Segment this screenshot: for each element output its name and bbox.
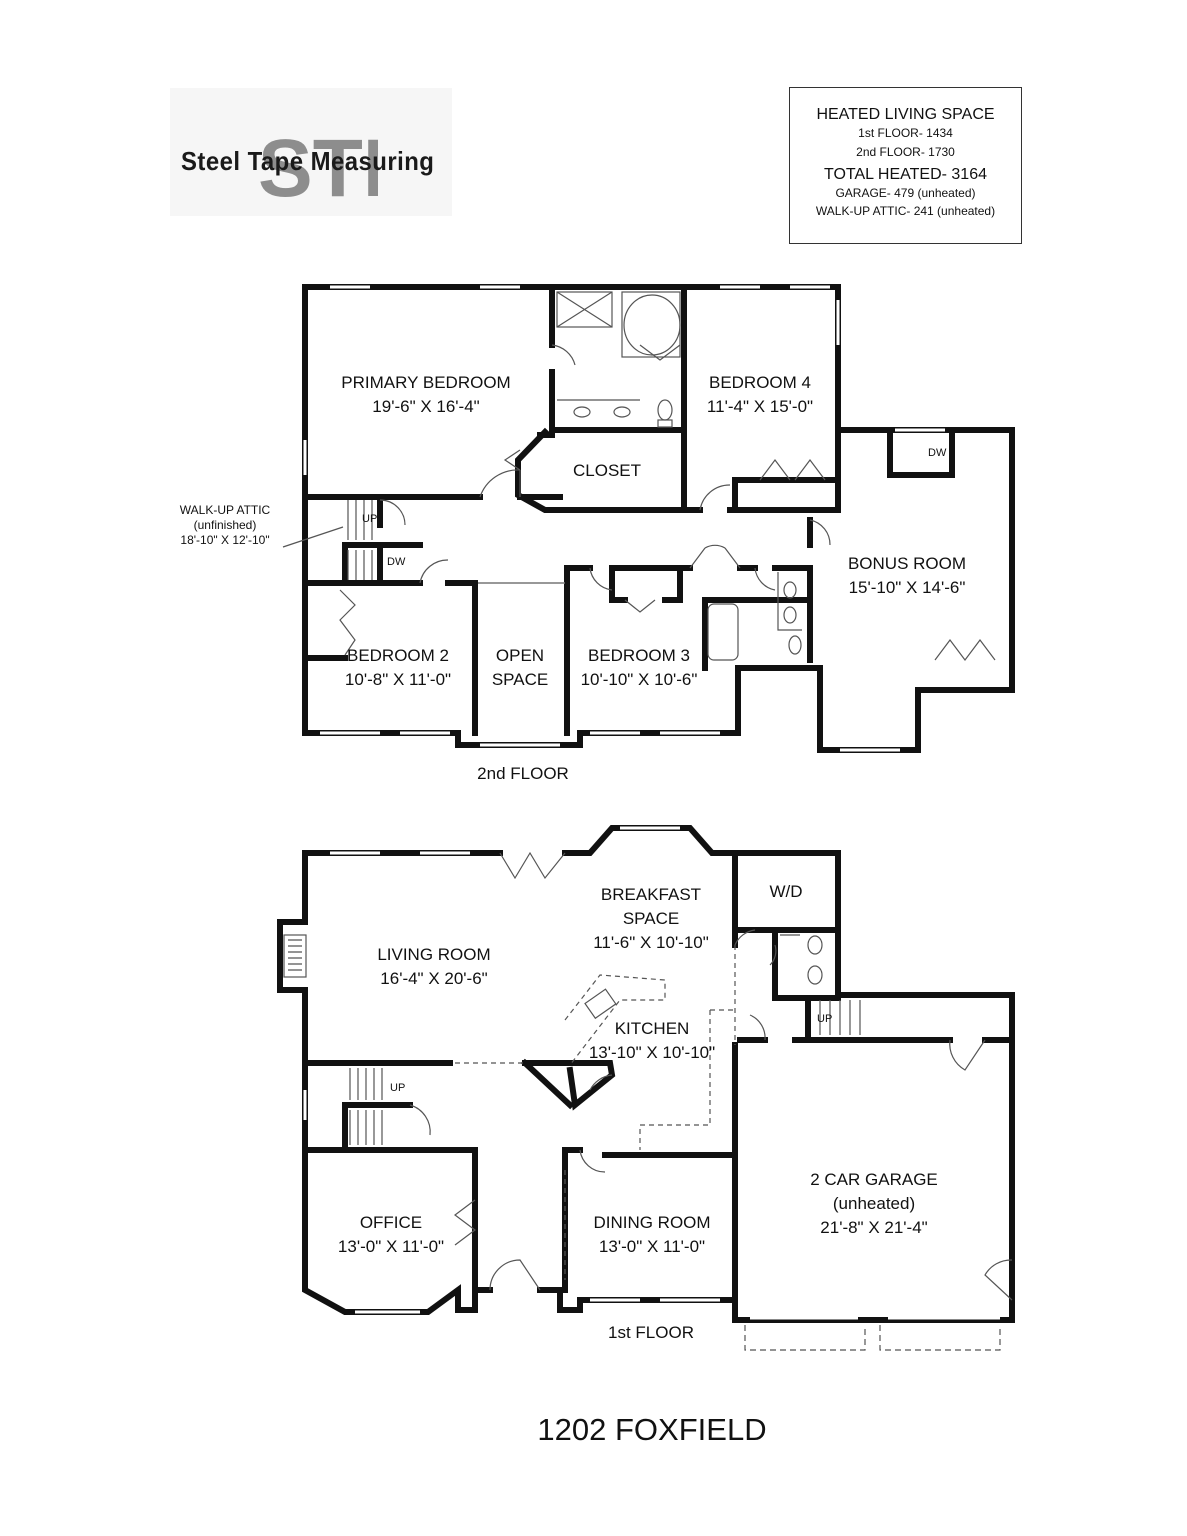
logo-monogram: STM [258, 123, 378, 214]
room-open-space: OPEN SPACE [492, 644, 548, 692]
first-floor-plan [277, 825, 1015, 1323]
stm-monogram-icon: STM [258, 123, 378, 214]
room-name: LIVING ROOM [377, 945, 491, 964]
attic-subtitle: (unfinished) [193, 518, 257, 532]
room-sub: (unheated) [832, 1194, 916, 1213]
second-floor-details [282, 285, 996, 752]
second-floor-dw-tag-bonus: DW [928, 447, 947, 459]
summary-attic: WALK-UP ATTIC- 241 (unheated) [815, 204, 996, 218]
room-dims: 13'-10" X 10'-10" [588, 1043, 716, 1062]
room-name-line1: OPEN [495, 646, 545, 665]
room-laundry: W/D [769, 880, 802, 904]
summary-first-floor: 1st FLOOR- 1434 [858, 126, 953, 140]
summary-garage: GARAGE- 479 (unheated) [835, 186, 976, 200]
room-dims: 11'-4" X 15'-0" [706, 397, 814, 416]
room-dims: 16'-4" X 20'-6" [380, 969, 488, 988]
room-garage: 2 CAR GARAGE (unheated) 21'-8" X 21'-4" [810, 1168, 938, 1240]
room-dims: 13'-0" X 11'-0" [598, 1237, 706, 1256]
room-closet: CLOSET [573, 459, 641, 483]
company-logo: STM [170, 88, 452, 216]
second-floor-plan [302, 284, 1015, 753]
summary-total: TOTAL HEATED- 3164 [823, 166, 987, 183]
first-floor-details [283, 826, 1013, 1351]
room-bonus-room: BONUS ROOM 15'-10" X 14'-6" [848, 552, 966, 600]
room-dims: 19'-6" X 16'-4" [372, 397, 480, 416]
summary-heading: HEATED LIVING SPACE [816, 106, 995, 123]
room-dims: 10'-8" X 11'-0" [344, 670, 452, 689]
room-dining-room: DINING ROOM 13'-0" X 11'-0" [593, 1211, 710, 1259]
room-name-line1: BREAKFAST [600, 885, 702, 904]
room-bedroom-4: BEDROOM 4 11'-4" X 15'-0" [707, 371, 813, 419]
room-dims: 21'-8" X 21'-4" [820, 1218, 928, 1237]
room-name: 2 CAR GARAGE [810, 1170, 938, 1189]
room-kitchen: KITCHEN 13'-10" X 10'-10" [589, 1017, 715, 1065]
room-name: BEDROOM 3 [587, 646, 691, 665]
room-name: OFFICE [359, 1213, 423, 1232]
property-address: 1202 FOXFIELD [537, 1412, 767, 1447]
first-floor-stairs-up-tag: UP [390, 1082, 406, 1094]
summary-second-floor: 2nd FLOOR- 1730 [856, 145, 955, 159]
attic-label: WALK-UP ATTIC (unfinished) 18'-10" X 12'… [180, 503, 270, 548]
room-dims: 15'-10" X 14'-6" [848, 578, 966, 597]
room-name: PRIMARY BEDROOM [341, 373, 511, 392]
room-name: BEDROOM 2 [346, 646, 450, 665]
room-primary-bedroom: PRIMARY BEDROOM 19'-6" X 16'-4" [341, 371, 510, 419]
second-floor-caption: 2nd FLOOR [477, 764, 569, 783]
room-name-line2: SPACE [491, 670, 549, 689]
logo-wordmark: Steel Tape Measuring [181, 146, 435, 176]
room-dims: 10'-10" X 10'-6" [580, 670, 698, 689]
room-name: CLOSET [572, 461, 642, 480]
room-dims: 11'-6" X 10'-10" [593, 933, 709, 952]
room-bedroom-2: BEDROOM 2 10'-8" X 11'-0" [345, 644, 451, 692]
second-floor-stairs-up-tag: UP [362, 513, 378, 525]
room-office: OFFICE 13'-0" X 11'-0" [338, 1211, 444, 1259]
attic-title: WALK-UP ATTIC [179, 503, 271, 517]
room-name: W/D [769, 882, 803, 901]
attic-dims: 18'-10" X 12'-10" [180, 533, 270, 547]
room-name: BONUS ROOM [847, 554, 967, 573]
room-name-line2: SPACE [622, 909, 680, 928]
first-floor-caption: 1st FLOOR [608, 1323, 694, 1342]
room-name: KITCHEN [614, 1019, 690, 1038]
room-bedroom-3: BEDROOM 3 10'-10" X 10'-6" [581, 644, 698, 692]
heated-space-summary: HEATED LIVING SPACE 1st FLOOR- 1434 2nd … [789, 87, 1022, 244]
first-floor-garage-stairs-up-tag: UP [817, 1013, 833, 1025]
room-breakfast-space: BREAKFAST SPACE 11'-6" X 10'-10" [593, 883, 709, 955]
room-name: DINING ROOM [593, 1213, 711, 1232]
second-floor-dw-tag-hall: DW [387, 556, 406, 568]
room-living-room: LIVING ROOM 16'-4" X 20'-6" [377, 943, 490, 991]
room-dims: 13'-0" X 11'-0" [337, 1237, 445, 1256]
room-name: BEDROOM 4 [708, 373, 812, 392]
